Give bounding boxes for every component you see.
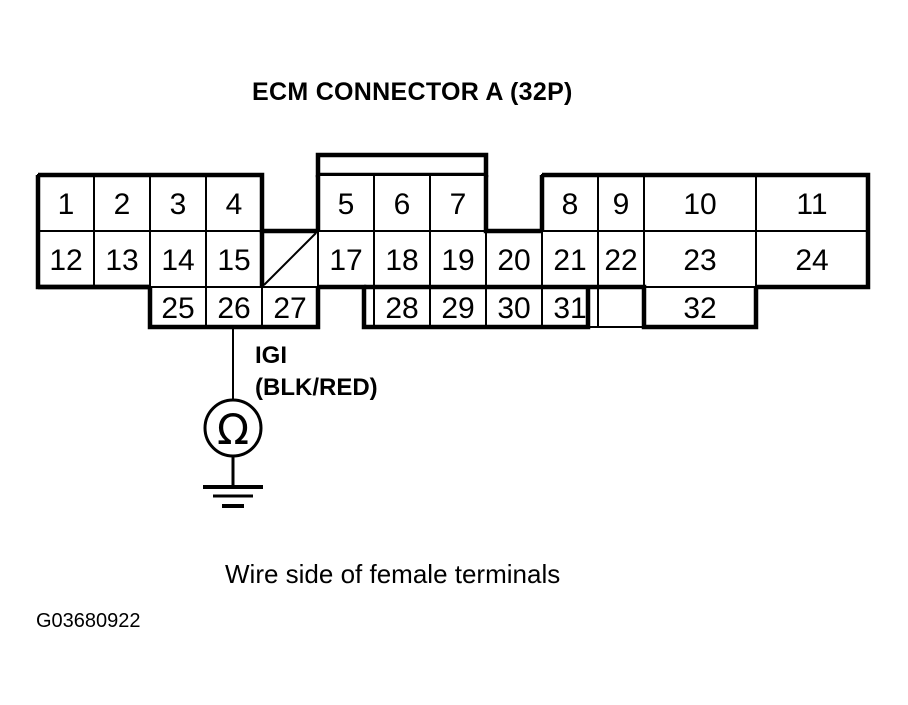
pin-number-label: 23 xyxy=(683,244,716,277)
pin-cell-box xyxy=(429,286,487,328)
pin-cell-32: 32 xyxy=(643,286,757,328)
ohmmeter-symbol: Ω xyxy=(203,398,263,458)
pin-number-label: 21 xyxy=(553,244,586,277)
pin-cell-5: 5 xyxy=(317,174,375,232)
figure-title: ECM CONNECTOR A (32P) xyxy=(252,78,573,106)
pin-cell-6: 6 xyxy=(373,174,431,232)
pin-cell-box xyxy=(597,286,645,328)
ohm-glyph: Ω xyxy=(217,405,249,454)
pin-cell-blank xyxy=(597,286,645,328)
pin-cell-13: 13 xyxy=(93,230,151,288)
pin-cell-12: 12 xyxy=(37,230,95,288)
pin-number-label: 12 xyxy=(49,244,82,277)
pin-cell-7: 7 xyxy=(429,174,487,232)
pin-cell-19: 19 xyxy=(429,230,487,288)
pin-cell-2: 2 xyxy=(93,174,151,232)
pin-number-label: 17 xyxy=(329,244,362,277)
pin-cell-29: 29 xyxy=(429,286,487,328)
unused-cavity-slash-icon xyxy=(263,232,317,286)
wire-signal-label: IGI xyxy=(255,342,287,369)
pin-cell-21: 21 xyxy=(541,230,599,288)
pin-cell-1: 1 xyxy=(37,174,95,232)
pin-number-label: 32 xyxy=(683,292,716,325)
figure-id: G03680922 xyxy=(36,610,141,632)
pin-cell-17: 17 xyxy=(317,230,375,288)
pin-number-label: 26 xyxy=(217,292,250,325)
pin-cell-28: 28 xyxy=(373,286,431,328)
pin-number-label: 25 xyxy=(161,292,194,325)
pin-cell-26: 26 xyxy=(205,286,263,328)
pin-cell-24: 24 xyxy=(755,230,869,288)
pin-cell-11: 11 xyxy=(755,174,869,232)
pin-cell-3: 3 xyxy=(149,174,207,232)
pin-cell-box xyxy=(373,286,431,328)
connector-locking-tab xyxy=(315,152,489,178)
pin-number-label: 14 xyxy=(161,244,194,277)
pin-cell-14: 14 xyxy=(149,230,207,288)
pin-cell-10: 10 xyxy=(643,174,757,232)
pin-cell-box xyxy=(485,286,543,328)
pin-cell-box xyxy=(149,230,207,288)
pin-cell-blank xyxy=(261,230,319,288)
pin-cell-box xyxy=(373,230,431,288)
wire-color-label: (BLK/RED) xyxy=(255,374,378,401)
pin-cell-box xyxy=(429,230,487,288)
pin-number-label: 22 xyxy=(604,244,637,277)
pin-number-label: 31 xyxy=(553,292,586,325)
pin-cell-box xyxy=(755,230,869,288)
pin-cell-18: 18 xyxy=(373,230,431,288)
pin-cell-4: 4 xyxy=(205,174,263,232)
pin-cell-30: 30 xyxy=(485,286,543,328)
pin-number-label: 19 xyxy=(441,244,474,277)
pin-number-label: 3 xyxy=(170,188,187,221)
pin-cell-box xyxy=(373,174,431,232)
pin-number-label: 28 xyxy=(385,292,418,325)
pin-cell-20: 20 xyxy=(485,230,543,288)
pin-number-label: 10 xyxy=(683,188,716,221)
pin-number-label: 13 xyxy=(105,244,138,277)
pin-cell-25: 25 xyxy=(149,286,207,328)
pin-number-label: 9 xyxy=(613,188,630,221)
pin-number-label: 30 xyxy=(497,292,530,325)
pin-cell-27: 27 xyxy=(261,286,319,328)
pin-number-label: 20 xyxy=(497,244,530,277)
pin-cell-15: 15 xyxy=(205,230,263,288)
pin-cell-9: 9 xyxy=(597,174,645,232)
pin-cell-box xyxy=(37,230,95,288)
pin-number-label: 18 xyxy=(385,244,418,277)
pin-number-label: 8 xyxy=(562,188,579,221)
pin-cell-box xyxy=(643,174,757,232)
pin-number-label: 7 xyxy=(450,188,467,221)
pin-number-label: 11 xyxy=(796,188,827,221)
pin-number-label: 4 xyxy=(226,188,243,221)
pin-cell-23: 23 xyxy=(643,230,757,288)
pin-number-label: 1 xyxy=(58,188,75,221)
pin-cell-8: 8 xyxy=(541,174,599,232)
pin-number-label: 2 xyxy=(114,188,131,221)
pin-number-label: 6 xyxy=(394,188,411,221)
pin-cell-22: 22 xyxy=(597,230,645,288)
pin-number-label: 5 xyxy=(338,188,355,221)
figure-caption: Wire side of female terminals xyxy=(225,559,560,589)
pin-number-label: 24 xyxy=(795,244,828,277)
pin-number-label: 27 xyxy=(273,292,306,325)
pin-number-label: 29 xyxy=(441,292,474,325)
chassis-ground-symbol xyxy=(203,456,263,508)
pin-number-label: 15 xyxy=(217,244,250,277)
